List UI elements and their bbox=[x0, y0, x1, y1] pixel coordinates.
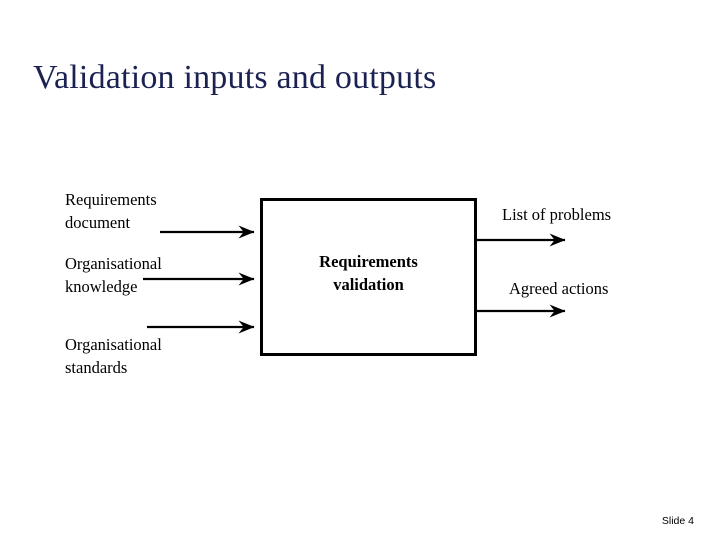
output-label-agreed-actions: Agreed actions bbox=[509, 277, 608, 300]
output-label-agreed-actions-line1: Agreed actions bbox=[509, 279, 609, 298]
input-label-organisational-knowledge: Organisational knowledge bbox=[65, 252, 162, 298]
input-label-requirements-document: Requirements document bbox=[65, 188, 157, 234]
output-label-list-of-problems: List of problems bbox=[502, 203, 611, 226]
input-label-organisational-standards-line1: Organisational bbox=[65, 335, 162, 354]
input-label-requirements-document-line2: document bbox=[65, 213, 131, 232]
page-title: Validation inputs and outputs bbox=[33, 59, 437, 96]
slide-number-footer: Slide 4 bbox=[661, 515, 694, 527]
output-label-list-of-problems-line1: List of problems bbox=[502, 205, 612, 224]
input-label-organisational-knowledge-line2: knowledge bbox=[65, 277, 138, 296]
input-label-requirements-document-line1: Requirements bbox=[65, 190, 157, 209]
process-box-label-line2: validation bbox=[333, 275, 404, 294]
input-label-organisational-knowledge-line1: Organisational bbox=[65, 254, 162, 273]
input-label-organisational-standards-line2: standards bbox=[65, 358, 128, 377]
process-box-label-line1: Requirements bbox=[319, 252, 418, 271]
process-box-label: Requirements validation bbox=[260, 250, 477, 296]
process-box bbox=[260, 198, 477, 356]
input-label-organisational-standards: Organisational standards bbox=[65, 333, 162, 379]
